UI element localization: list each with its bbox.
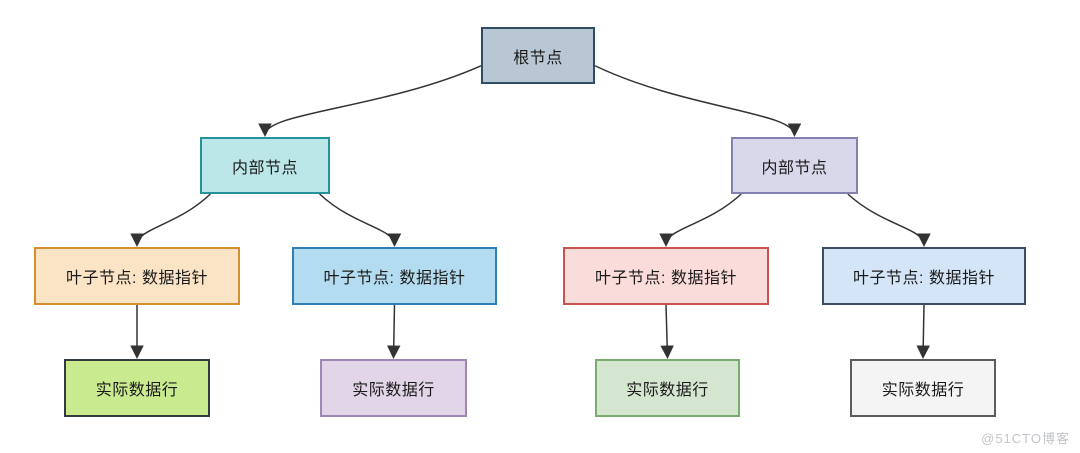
edge-internal_right-leaf_3 — [659, 193, 742, 248]
node-data-row-4: 实际数据行 — [850, 359, 996, 417]
node-leaf-2: 叶子节点: 数据指针 — [292, 247, 497, 305]
edge-leaf_2-data_2 — [386, 304, 401, 360]
node-data-row-3-label: 实际数据行 — [626, 382, 709, 399]
node-leaf-1: 叶子节点: 数据指针 — [34, 247, 240, 305]
node-internal-right: 内部节点 — [731, 137, 858, 194]
node-data-row-3: 实际数据行 — [595, 359, 740, 417]
edge-internal_right-leaf_4 — [847, 193, 931, 248]
node-leaf-4: 叶子节点: 数据指针 — [822, 247, 1026, 305]
node-internal-left-label: 内部节点 — [231, 159, 298, 177]
node-data-row-2: 实际数据行 — [320, 359, 467, 417]
node-leaf-1-label: 叶子节点: 数据指针 — [66, 270, 208, 287]
edge-internal_left-leaf_1 — [130, 193, 211, 248]
edge-root-internal_left — [258, 65, 482, 138]
node-data-row-1-label: 实际数据行 — [95, 382, 179, 399]
node-data-row-4-label: 实际数据行 — [881, 382, 965, 399]
edge-leaf_4-data_4 — [916, 304, 930, 360]
node-leaf-2-label: 叶子节点: 数据指针 — [323, 270, 466, 287]
node-internal-right-label: 内部节点 — [761, 159, 828, 177]
watermark: @51CTO博客 — [981, 431, 1070, 446]
edge-internal_left-leaf_2 — [319, 193, 402, 248]
node-leaf-3: 叶子节点: 数据指针 — [563, 247, 769, 305]
node-data-row-1: 实际数据行 — [64, 359, 210, 417]
node-internal-left: 内部节点 — [200, 137, 330, 194]
node-data-row-2-label: 实际数据行 — [352, 382, 435, 399]
node-root: 根节点 — [481, 27, 595, 84]
node-root-label: 根节点 — [513, 49, 563, 67]
edge-root-internal_right — [594, 65, 802, 138]
edge-leaf_3-data_3 — [660, 304, 674, 360]
node-leaf-4-label: 叶子节点: 数据指针 — [853, 270, 995, 287]
node-leaf-3-label: 叶子节点: 数据指针 — [595, 270, 737, 287]
